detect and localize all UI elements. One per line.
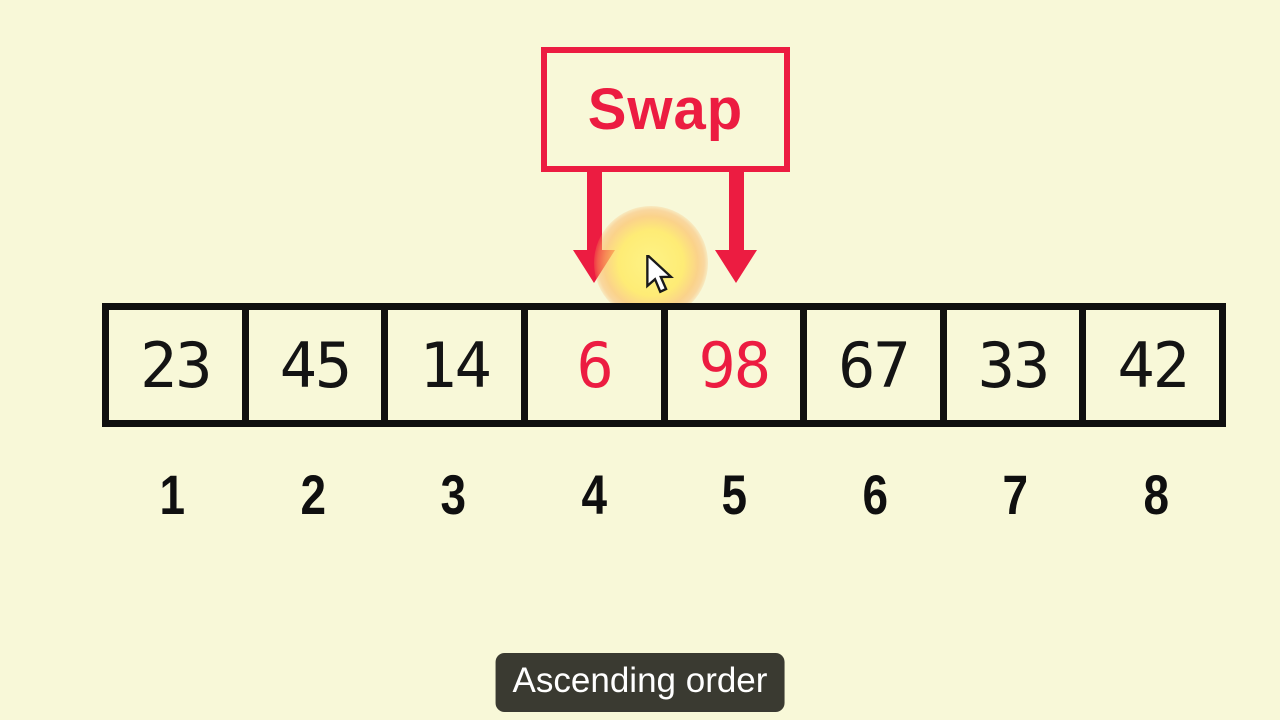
index-label-2: 2 xyxy=(299,463,326,526)
down-arrow-icon xyxy=(729,168,744,252)
index-row: 1 2 3 4 5 6 7 8 xyxy=(102,462,1226,527)
array-cell-value: 98 xyxy=(698,328,771,402)
array-cell-8: 42 xyxy=(1086,310,1219,420)
array-cell-value: 33 xyxy=(977,328,1051,402)
swap-label: Swap xyxy=(587,77,744,142)
array-cell-value: 67 xyxy=(838,328,911,402)
array-cell-value: 45 xyxy=(279,328,353,402)
array-cell-3: 14 xyxy=(388,310,521,420)
array-cell-value: 23 xyxy=(139,328,213,402)
index-label-4: 4 xyxy=(580,463,607,526)
index-label-7: 7 xyxy=(1002,463,1029,526)
array-cell-value: 14 xyxy=(419,328,492,402)
index-label-6: 6 xyxy=(861,463,888,526)
array-cell-1: 23 xyxy=(109,310,242,420)
index-label-1: 1 xyxy=(159,463,186,526)
index-label-3: 3 xyxy=(440,463,467,526)
down-arrow-icon xyxy=(715,250,757,283)
array-cell-value: 42 xyxy=(1117,328,1190,402)
array-cell-6: 67 xyxy=(807,310,940,420)
index-label-8: 8 xyxy=(1142,463,1169,526)
array-cell-value: 6 xyxy=(576,328,614,402)
array-cell-2: 45 xyxy=(248,310,382,420)
subtitle-caption: Ascending order xyxy=(495,653,785,712)
array-cell-7: 33 xyxy=(946,310,1080,420)
mouse-cursor-icon xyxy=(646,255,674,294)
array-cell-5: 98 xyxy=(667,310,801,420)
array-row: 23 45 14 6 98 67 33 42 xyxy=(102,303,1226,427)
down-arrow-icon xyxy=(587,168,602,252)
array-cell-4: 6 xyxy=(527,310,661,420)
swap-callout-box: Swap xyxy=(541,47,790,172)
index-label-5: 5 xyxy=(721,463,748,526)
